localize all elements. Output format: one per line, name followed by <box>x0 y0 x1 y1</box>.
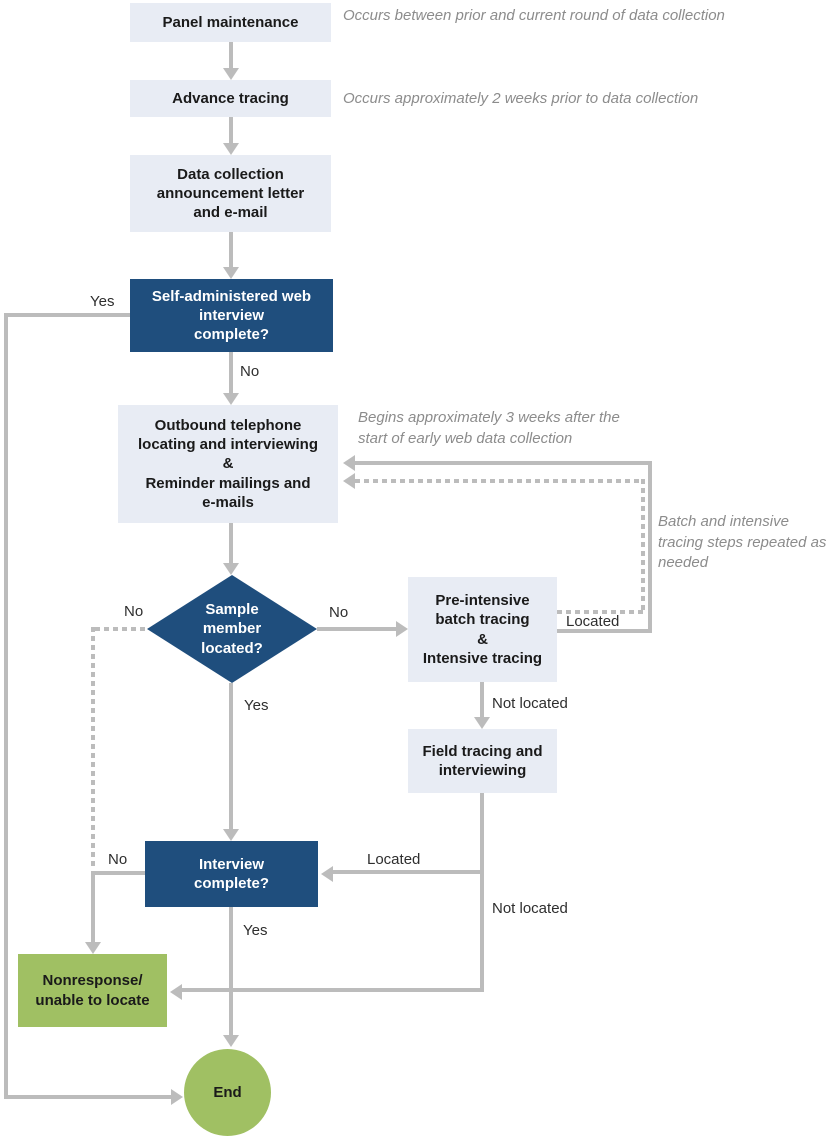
connector-web-yes-to-end <box>4 1095 172 1099</box>
interview-complete-label: Interview complete? <box>193 855 269 892</box>
announcement-box: Data collection announcement letter and … <box>130 155 331 232</box>
edge-label-diamond-no-left: No <box>124 603 144 620</box>
interview-complete-decision-box: Interview complete? <box>145 841 318 907</box>
end-terminal-circle: End <box>184 1049 271 1136</box>
edge-label-diamond-no-right: No <box>329 604 349 621</box>
connector-interview-no-horizontal <box>93 871 145 875</box>
outbound-telephone-box: Outbound telephone locating and intervie… <box>118 405 338 523</box>
arrowhead-web-no-to-outbound <box>223 393 239 405</box>
arrowhead-repeat-dashed-to-outbound <box>343 473 355 489</box>
sample-located-diamond: Sample member located? <box>147 575 317 683</box>
arrowhead-panel-to-advance <box>223 68 239 80</box>
nonresponse-box: Nonresponse/ unable to locate <box>18 954 167 1027</box>
connector-located-return-vertical <box>648 461 652 633</box>
advance-tracing-label: Advance tracing <box>172 89 289 107</box>
arrowhead-announcement-to-web <box>223 267 239 279</box>
web-interview-label: Self-administered web interview complete… <box>151 287 312 344</box>
connector-interview-yes-to-end <box>229 907 233 1036</box>
connector-repeat-dashed-top <box>355 479 643 483</box>
connector-pre-to-field <box>480 682 484 719</box>
connector-notlocated-to-nonresponse <box>182 988 484 992</box>
connector-located-return-top <box>355 461 652 465</box>
connector-repeat-dashed-vertical <box>641 479 645 614</box>
connector-located-to-interview <box>333 870 482 874</box>
edge-label-interview-no: No <box>108 851 128 868</box>
advance-tracing-box: Advance tracing <box>130 80 331 117</box>
sample-located-label: Sample member located? <box>201 601 263 657</box>
field-tracing-label: Field tracing and interviewing <box>422 742 543 779</box>
arrowhead-diamond-yes-to-interview <box>223 829 239 841</box>
edge-label-located-interview: Located <box>367 851 421 868</box>
edge-label-not-located-field: Not located <box>492 695 568 712</box>
connector-announcement-to-web <box>229 232 233 269</box>
web-interview-decision-box: Self-administered web interview complete… <box>130 279 333 352</box>
connector-interview-no-vertical <box>91 871 95 944</box>
announcement-label: Data collection announcement letter and … <box>156 165 305 222</box>
end-label: End <box>213 1083 242 1101</box>
edge-label-interview-yes: Yes <box>243 922 268 939</box>
connector-web-yes-horizontal <box>4 313 130 317</box>
connector-diamond-no-to-pre <box>317 627 398 631</box>
edge-label-not-located-nonresponse: Not located <box>492 900 568 917</box>
arrowhead-notlocated-to-nonresponse <box>170 984 182 1000</box>
field-tracing-box: Field tracing and interviewing <box>408 729 557 793</box>
connector-advance-to-announcement <box>229 117 233 145</box>
panel-maintenance-box: Panel maintenance <box>130 3 331 42</box>
arrowhead-interview-yes-to-end <box>223 1035 239 1047</box>
connector-diamond-yes-to-interview <box>229 683 233 831</box>
outbound-telephone-label: Outbound telephone locating and intervie… <box>137 417 319 511</box>
arrowhead-diamond-no-to-pre <box>396 621 408 637</box>
pre-intensive-tracing-label: Pre-intensive batch tracing & Intensive … <box>422 592 543 667</box>
note-advance-tracing: Occurs approximately 2 weeks prior to da… <box>343 90 699 107</box>
arrowhead-outbound-to-diamond <box>223 563 239 575</box>
connector-diamond-no-left-dashed-horizontal <box>95 627 148 631</box>
arrowhead-advance-to-announcement <box>223 143 239 155</box>
edge-label-web-no: No <box>240 363 260 380</box>
edge-label-diamond-yes: Yes <box>244 697 269 714</box>
arrowhead-interview-no-to-nonresponse <box>85 942 101 954</box>
connector-field-down-vertical <box>480 793 484 992</box>
connector-outbound-to-diamond <box>229 523 233 565</box>
connector-web-no-to-outbound <box>229 352 233 395</box>
arrowhead-located-return-to-outbound <box>343 455 355 471</box>
nonresponse-label: Nonresponse/ unable to locate <box>35 972 150 1009</box>
note-batch-repeat: Batch and intensive tracing steps repeat… <box>658 513 827 572</box>
connector-repeat-dashed-bottom <box>557 610 645 614</box>
arrowhead-web-yes-to-end <box>171 1089 183 1105</box>
pre-intensive-tracing-box: Pre-intensive batch tracing & Intensive … <box>408 577 557 682</box>
panel-maintenance-label: Panel maintenance <box>162 13 299 31</box>
connector-web-yes-vertical <box>4 313 8 1099</box>
note-panel-maintenance: Occurs between prior and current round o… <box>343 7 725 24</box>
edge-label-located-return: Located <box>566 613 620 630</box>
note-outbound: Begins approximately 3 weeks after the s… <box>358 409 620 447</box>
edge-label-web-yes: Yes <box>90 293 115 310</box>
arrowhead-located-to-interview <box>321 866 333 882</box>
connector-located-return-bottom <box>557 629 652 633</box>
connector-diamond-no-left-dashed-vertical <box>91 627 95 867</box>
connector-panel-to-advance <box>229 42 233 70</box>
arrowhead-pre-to-field <box>474 717 490 729</box>
